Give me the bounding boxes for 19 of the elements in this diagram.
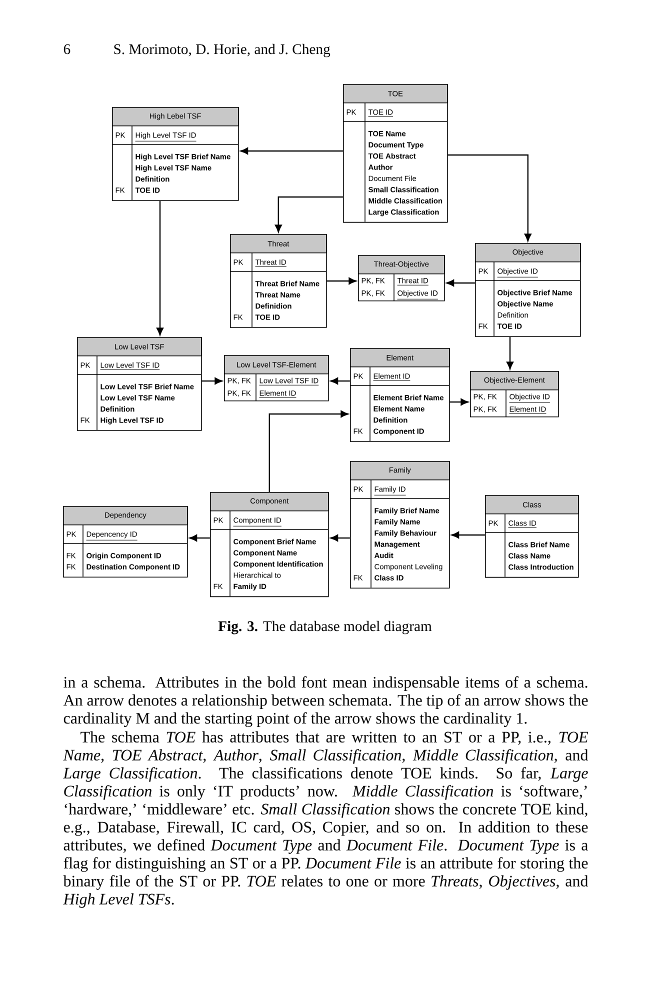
arrow (450, 398, 468, 406)
arrow (268, 410, 348, 492)
arrow (446, 280, 475, 286)
arrow (240, 148, 343, 154)
arrow (451, 532, 485, 538)
arrow (202, 378, 222, 384)
arrow (448, 154, 532, 242)
paragraph: The schema TOE has attributes that are written to an ST or a PP, i.e., TOE Name, TOE Abstract, Author, Small Classification, Middle Classification, and Large Classification. The classifications denote TOE kinds. So far, Large Classification is only ‘IT products’ now. Middle Classification is ‘software,’ ‘hardware,’ ‘middleware’ etc. Small Classification shows the concrete TOE kind, e.g., Database, Firewall, IC card, OS, Copier, and so on. In addition to these attributes, we defined Document Type and Document File. Document Type is a flag for distinguishing an ST or a PP. Document File is an attribute for storing the binary file of the ST or PP. TOE relates to one or more Threats, Objectives, and High Level TSFs. (63, 731, 588, 908)
arrow (330, 378, 350, 384)
arrow (274, 196, 343, 232)
arrow (156, 200, 164, 336)
arrow (326, 278, 356, 284)
running-head: S. Morimoto, D. Horie, and J. Cheng (114, 44, 330, 58)
arrow (189, 534, 210, 542)
arrow (330, 534, 350, 542)
paragraph: in a schema. Attributes in the bold font mean indispensable items of a schema. An arrow denotes a relationship between schemata. The tip of an arrow shows the cardinality M and the starting point of the arrow shows the cardinality 1. (63, 676, 588, 727)
figure-caption: Fig. 3. The database model diagram (218, 620, 432, 634)
arrow (506, 336, 514, 370)
page-number: 6 (64, 44, 70, 54)
